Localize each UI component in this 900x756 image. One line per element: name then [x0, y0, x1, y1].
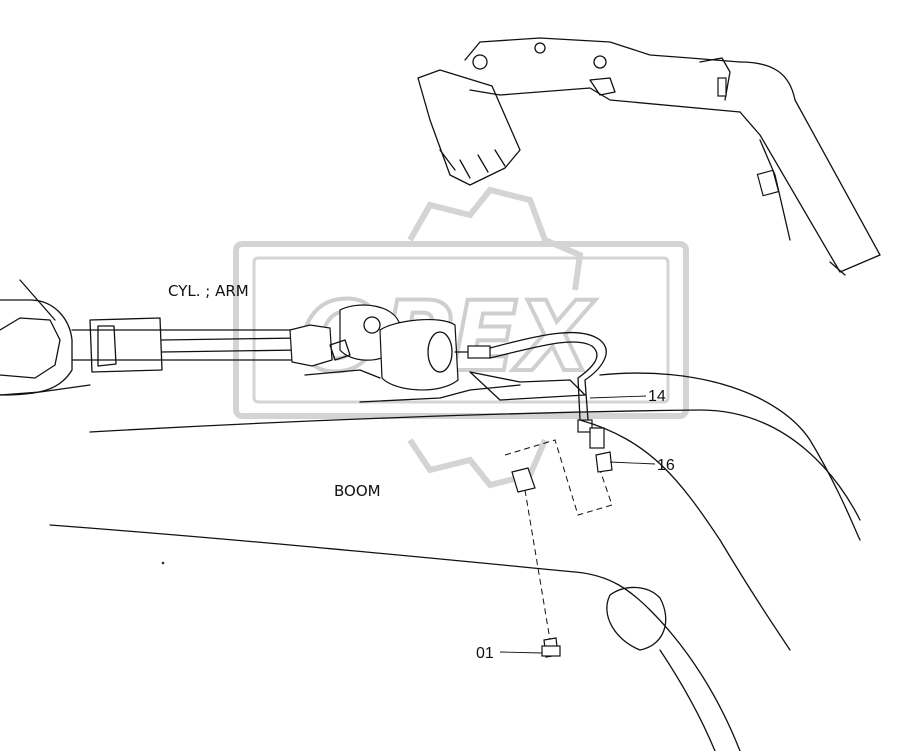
assembly-guides — [504, 439, 613, 658]
callout-leaders — [499, 395, 656, 654]
callout-16: 16 — [657, 457, 675, 474]
boom-label: BOOM — [334, 482, 381, 500]
callout-01: 01 — [476, 645, 494, 662]
cylinder-head-assembly — [289, 304, 459, 391]
excavator-overview — [417, 37, 881, 276]
callout-14: 14 — [648, 388, 666, 405]
boom-outline — [49, 372, 861, 752]
hose-part-14 — [359, 331, 607, 449]
arm-cylinder-label: CYL. ; ARM — [168, 282, 249, 300]
arm-cylinder — [0, 279, 301, 396]
